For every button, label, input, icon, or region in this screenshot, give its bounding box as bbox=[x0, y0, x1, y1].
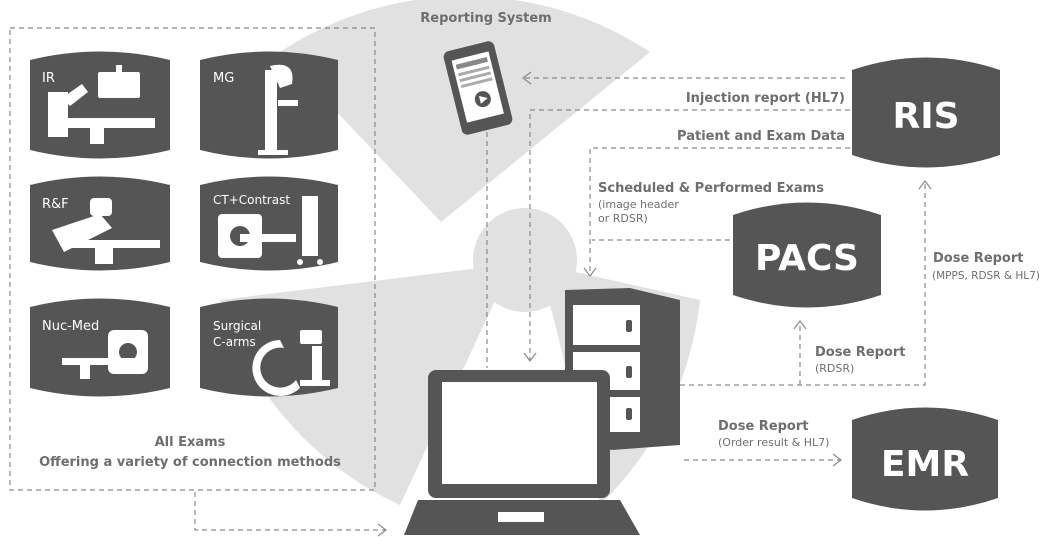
exam-tile-ct-contrast[interactable]: CT+Contrast bbox=[200, 176, 338, 271]
dose-report-ris-sub: (MPPS, RDSR & HL7) bbox=[932, 270, 1040, 282]
scheduled-exams-label: Scheduled & Performed Exams bbox=[598, 181, 824, 196]
arrow-head bbox=[583, 267, 597, 277]
arrow-head bbox=[377, 523, 387, 537]
dose-report-ris-line bbox=[680, 182, 926, 386]
flow-lines bbox=[194, 71, 932, 537]
tile-label-line2: C-arms bbox=[213, 335, 256, 349]
tablet-icon[interactable] bbox=[442, 40, 513, 136]
scheduled-exams-sub2: or RDSR) bbox=[598, 212, 648, 225]
tile-label: Surgical bbox=[213, 319, 261, 333]
server-led bbox=[626, 320, 632, 332]
exam-tile-ir[interactable]: IR bbox=[30, 51, 170, 159]
dose-report-ris-label: Dose Report bbox=[933, 251, 1024, 266]
arrow-head bbox=[793, 320, 807, 330]
ris-cylinder bbox=[852, 57, 1000, 168]
dose-report-emr-sub: (Order result & HL7) bbox=[718, 436, 829, 449]
arrow-head bbox=[918, 180, 932, 190]
server-led bbox=[626, 366, 632, 378]
dose-report-pacs-sub: (RDSR) bbox=[815, 362, 854, 375]
mammography-icon bbox=[258, 64, 298, 155]
emr-cylinder bbox=[852, 407, 998, 511]
pacs-system[interactable]: PACS bbox=[733, 202, 881, 308]
tile-label: Nuc-Med bbox=[42, 319, 99, 334]
arrow-head bbox=[832, 453, 842, 467]
pacs-cylinder bbox=[733, 202, 881, 308]
patient-exam-data-label: Patient and Exam Data bbox=[677, 129, 845, 144]
tile-label: MG bbox=[213, 71, 234, 86]
fluoroscopy-icon bbox=[52, 198, 160, 264]
tile-label: CT+Contrast bbox=[213, 193, 290, 207]
laptop-screen bbox=[442, 382, 597, 484]
screen-line bbox=[459, 71, 492, 83]
ris-label: RIS bbox=[892, 96, 959, 137]
exam-tile-mg[interactable]: MG bbox=[200, 51, 338, 159]
patient-exam-data-line bbox=[529, 109, 850, 360]
emr-label: EMR bbox=[881, 444, 969, 485]
server-led bbox=[626, 408, 632, 420]
c-arm-icon bbox=[252, 330, 330, 396]
exams-caption-line2: Offering a variety of connection methods bbox=[39, 455, 341, 470]
arrow-head bbox=[523, 352, 537, 362]
tile-label: IR bbox=[42, 71, 55, 86]
trefoil-center bbox=[473, 208, 577, 312]
laptop-trackpad bbox=[498, 512, 544, 522]
dose-report-emr-label: Dose Report bbox=[718, 419, 809, 434]
tablet-screen bbox=[451, 51, 504, 123]
dose-report-pacs-label: Dose Report bbox=[815, 345, 906, 360]
screen-line bbox=[455, 56, 488, 70]
arrow-head bbox=[522, 71, 532, 85]
ct-scanner-icon bbox=[218, 196, 323, 265]
scheduled-exams-sub1: (image header bbox=[598, 198, 679, 211]
play-triangle bbox=[478, 96, 488, 104]
exams-caption-line1: All Exams bbox=[155, 435, 226, 450]
ir-equipment-icon bbox=[48, 65, 155, 144]
exams-container bbox=[9, 27, 376, 491]
injection-report-label: Injection report (HL7) bbox=[686, 91, 845, 106]
server-bay-1 bbox=[573, 305, 640, 345]
screen-line bbox=[460, 77, 493, 88]
screen-line bbox=[457, 65, 490, 77]
ris-system[interactable]: RIS bbox=[852, 57, 1000, 168]
pacs-label: PACS bbox=[755, 238, 859, 279]
exam-tile-surgical-c-arms[interactable]: Surgical C-arms bbox=[200, 298, 338, 397]
tile-shape bbox=[30, 298, 170, 397]
exam-tile-rf[interactable]: R&F bbox=[30, 176, 170, 271]
scheduled-exams-line bbox=[589, 147, 850, 275]
exam-tile-nuc-med[interactable]: Nuc-Med bbox=[30, 298, 170, 397]
tile-label: R&F bbox=[42, 197, 69, 212]
emr-system[interactable]: EMR bbox=[852, 407, 998, 511]
laptop-workstation[interactable] bbox=[404, 370, 640, 535]
exams-to-laptop-line bbox=[194, 492, 385, 531]
nuclear-medicine-icon bbox=[62, 330, 148, 379]
reporting-system-title: Reporting System bbox=[420, 11, 551, 26]
